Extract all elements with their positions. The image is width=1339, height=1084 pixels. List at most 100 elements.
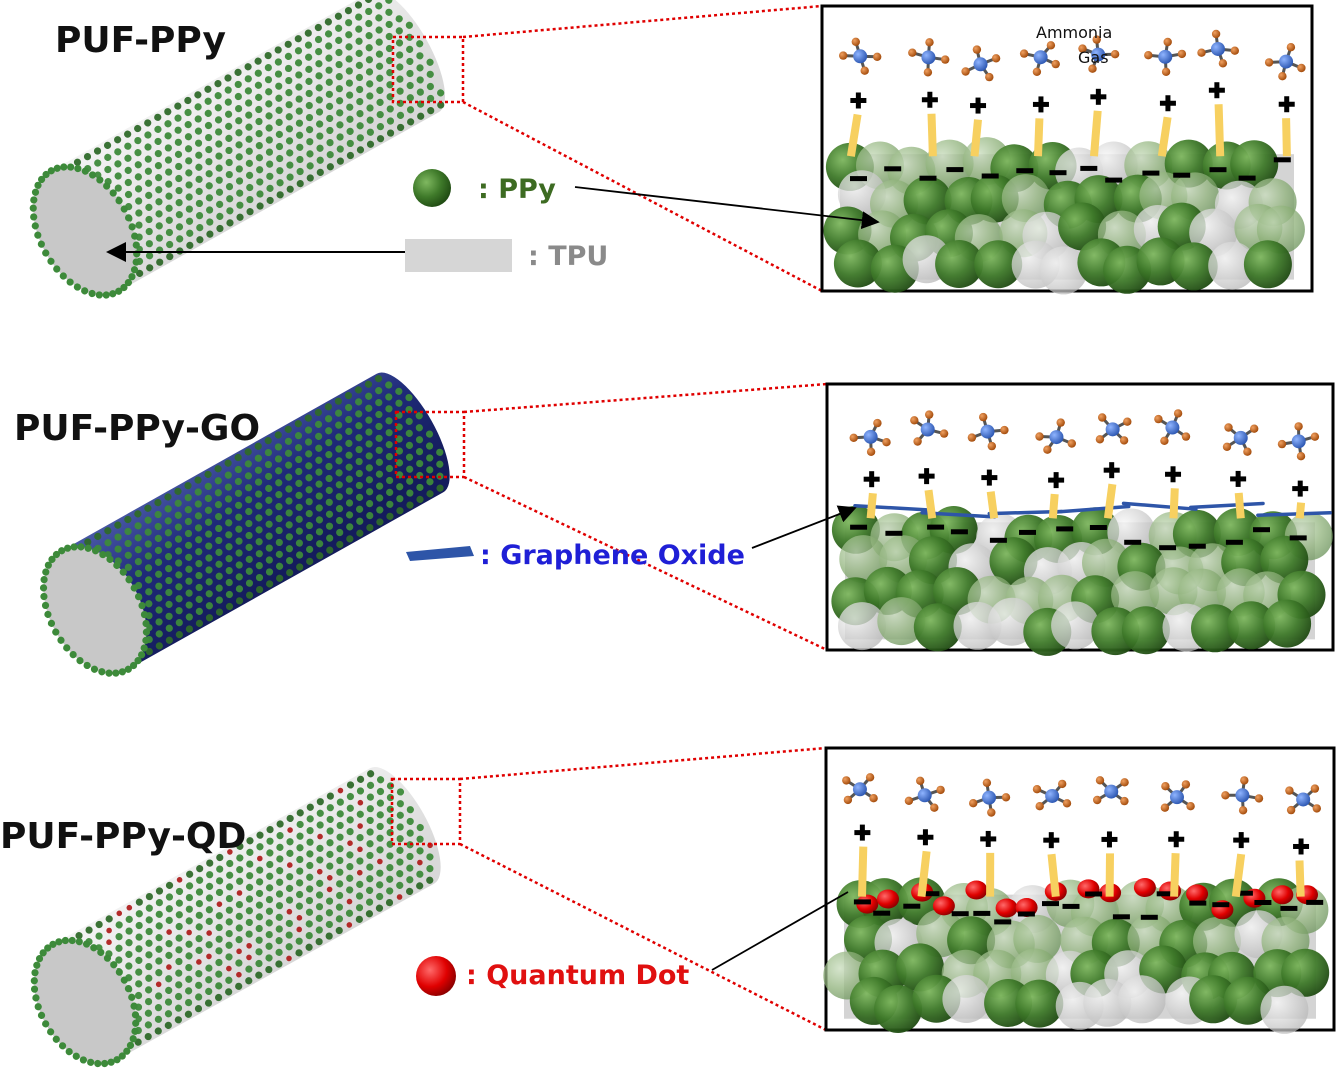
ppy-particle [416,483,424,492]
ppy-particle [165,588,173,597]
ppy-particle [405,429,413,438]
ppy-particle [326,163,334,171]
ppy-particle [225,590,234,599]
hydrogen-atom [1294,422,1303,431]
hydrogen-atom [972,45,982,54]
ppy-particle [395,399,403,407]
legend-ppy: : PPy [413,169,556,207]
ppy-particle [215,536,223,545]
ppy-particle [194,115,202,123]
graphene-oxide-flake [853,503,930,512]
ppy-particle [365,898,374,906]
ppy-particle [265,472,273,481]
ppy-particle [204,109,212,117]
ppy-particle [385,393,393,401]
ppy-particle [135,910,143,918]
quantum-dot-particle [166,929,172,935]
ppy-particle [225,531,233,539]
ppy-particle [325,42,333,50]
ppy-particle [185,541,193,549]
quantum-dot-particle [246,954,252,961]
ppy-particle [326,151,334,159]
ppy-particle [406,829,414,837]
ppy-particle [355,892,364,900]
ppy-particle [174,114,182,122]
ppy-particle [275,890,284,898]
ppy-particle [125,962,133,970]
quantum-dot-particle [226,965,232,972]
ppy-particle [176,235,184,243]
ppy-particle [205,614,214,622]
ppy-particle [226,219,234,227]
ammonia-molecule-icon [1264,43,1306,81]
ppy-particle [205,917,213,925]
ppy-particle [155,969,163,977]
ppy-rim-particle [130,584,138,592]
ppy-particle [185,882,194,890]
ppy-particle [415,424,423,432]
ppy-particle [305,509,313,518]
positive-charge-icon [1101,831,1118,848]
ppy-particle [245,567,253,575]
ppy-particle [396,87,404,95]
ppy-particle [346,827,354,836]
ppy-particle [225,941,233,949]
ppy-particle [315,48,323,56]
ppy-particle [415,436,424,444]
ppy-particle [235,105,243,113]
ppy-rim-particle [120,976,128,984]
nitrogen-atom [973,57,988,72]
ppy-particle [145,939,153,947]
ppy-particle [325,439,333,447]
ppy-particle [365,464,373,472]
ppy-particle [205,170,213,178]
ppy-rim-particle [34,181,42,189]
ppy-particle [185,577,193,585]
ppy-particle [255,490,263,498]
nitrogen-atom [917,788,932,803]
hydrogen-atom [908,48,917,57]
electrostatic-interaction-bar [917,850,931,898]
ppy-particle [206,218,214,226]
ppy-particle [366,80,374,88]
ppy-particle [245,555,253,563]
ppy-particle [165,881,174,890]
ppy-particle [124,142,132,150]
hydrogen-atom [1067,439,1077,448]
ppy-particle [355,904,364,912]
ppy-particle [385,441,393,449]
ppy-particle [245,135,253,143]
qd-pointer-line [711,891,849,971]
ppy-particle [295,131,304,139]
ppy-sphere [1117,975,1166,1024]
hydrogen-atom [849,433,858,442]
nitrogen-atom [1233,430,1248,445]
ppy-particle [245,171,254,179]
ppy-rim-particle [89,171,97,179]
ppy-rim-particle [47,257,55,265]
ppy-rim-particle [119,568,127,576]
ppy-particle [375,482,384,490]
ppy-particle [295,479,303,487]
ppy-rim-particle [33,961,41,969]
ppy-particle [235,177,244,185]
ppy-particle [416,459,424,468]
ppy-particle [185,565,193,573]
ppy-particle [135,197,143,205]
ppy-particle [216,865,224,873]
ppy-particle [417,112,425,120]
ppy-particle [195,583,203,592]
ppy-particle [215,958,223,967]
ppy-particle [346,863,354,871]
ppy-particle [175,607,183,615]
ppy-particle [416,40,424,48]
negative-charge-icon [1212,902,1230,908]
hydrogen-atom [1093,795,1102,805]
electrostatic-interaction-bar [1169,488,1179,519]
ppy-particle [385,381,393,389]
ppy-particle [285,509,293,517]
legend-tpu: : TPU [405,239,608,272]
ppy-rim-particle [124,278,133,287]
ppy-particle [194,139,203,147]
ppy-particle [175,631,183,639]
